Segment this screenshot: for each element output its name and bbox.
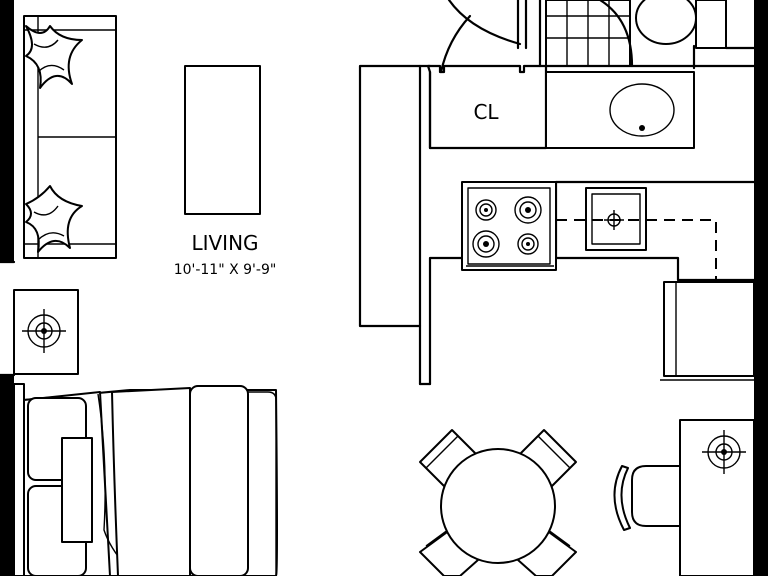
fridge-icon [660, 281, 755, 381]
burner [514, 196, 542, 224]
desk-icon [679, 419, 755, 576]
burner [472, 230, 500, 258]
bed-blanket [111, 387, 191, 576]
closet-label: CL [473, 100, 499, 124]
living-room-name: LIVING [191, 231, 258, 255]
bed-footboard [189, 385, 249, 576]
bed-icon [13, 383, 278, 576]
burner [475, 199, 497, 221]
dining-table-icon [440, 448, 556, 564]
sofa-icon [23, 15, 117, 259]
partition-wall [358, 64, 422, 328]
burner [517, 233, 539, 255]
end-table-lamp-icon [13, 289, 79, 375]
right-wall [754, 0, 768, 576]
bathroom-sink-basin [609, 83, 675, 137]
bathroom-sink-icon [545, 71, 695, 149]
desk-chair-icon [613, 465, 681, 531]
bed-book [61, 437, 93, 543]
throw-pillow-top [25, 25, 83, 89]
closet-icon: CL [426, 0, 548, 150]
stove-icon [461, 181, 557, 271]
toilet-icon [635, 0, 697, 45]
left-wall-lower [0, 375, 14, 576]
desk-lamp-icon [702, 430, 746, 474]
kitchen-counter [428, 180, 756, 386]
bathroom [538, 0, 756, 149]
closet-door-swing [447, 0, 522, 46]
dining-set [419, 429, 577, 576]
throw-pillow-bottom [25, 185, 83, 253]
left-wall-upper [0, 0, 14, 262]
coffee-table-icon [184, 65, 261, 215]
bathroom-door-swing [598, 0, 634, 68]
living-room-dimensions: 10'-11" X 9'-9" [174, 262, 277, 278]
toilet-tank [695, 0, 727, 49]
